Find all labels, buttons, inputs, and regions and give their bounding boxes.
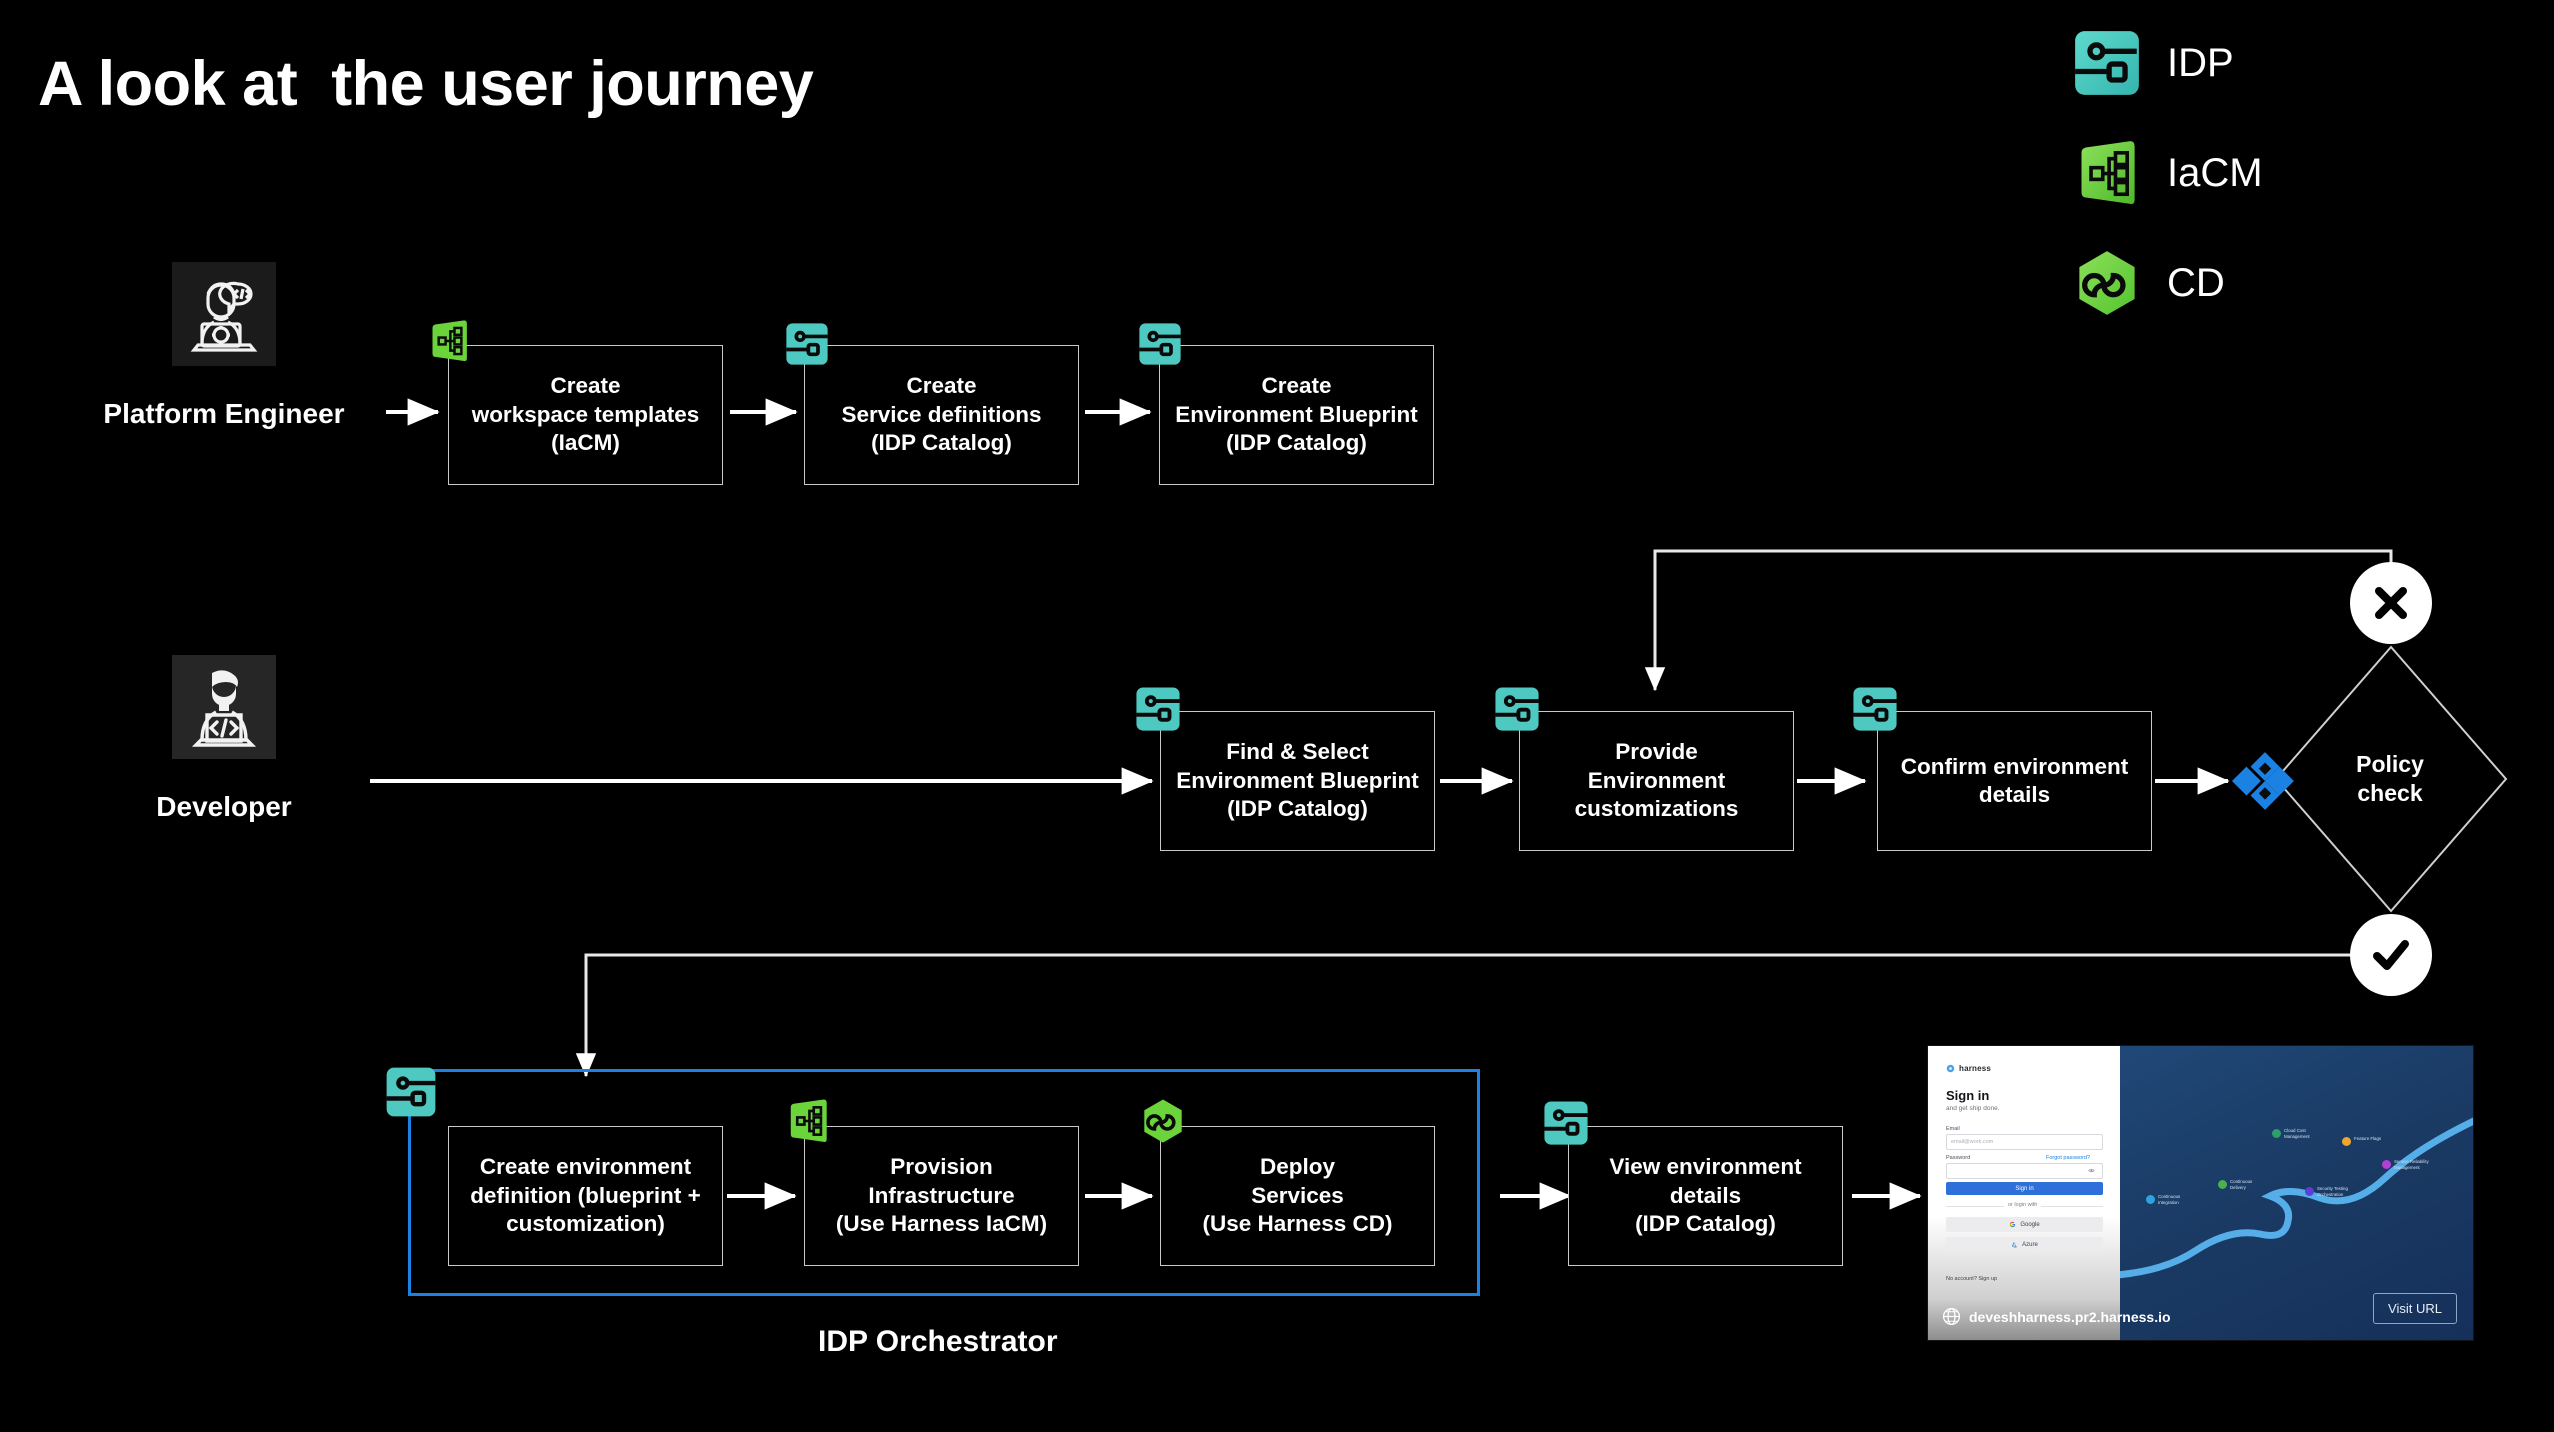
azure-label: Azure [2022, 1241, 2038, 1248]
idp-icon [2073, 29, 2141, 97]
node-label: Provide Environment customizations [1574, 739, 1739, 822]
google-signin-button[interactable]: Google [1946, 1217, 2103, 1232]
node-label: Provision Infrastructure (Use Harness Ia… [835, 1154, 1048, 1237]
no-account-text[interactable]: No account? Sign up [1946, 1276, 1998, 1282]
platform-engineer-avatar-icon [172, 262, 276, 366]
legend: IDP IaCM [2073, 8, 2263, 338]
signin-panel: harness Sign in and get ship done. Email… [1928, 1046, 2120, 1340]
signin-button[interactable]: Sign in [1946, 1182, 2103, 1195]
idp-orchestrator-frame [408, 1069, 1480, 1296]
node-view-environment-details[interactable]: View environment details (IDP Catalog) [1568, 1126, 1843, 1266]
module-dot [2146, 1195, 2155, 1204]
harness-journey-illustration: Continuous Integration Continuous Delive… [2120, 1046, 2473, 1340]
iacm-icon [785, 1098, 831, 1149]
idp-icon [1494, 686, 1540, 737]
node-label: Create workspace templates (IaCM) [471, 373, 700, 456]
policy-check-label: Policy check [2356, 751, 2424, 807]
azure-icon [2012, 1241, 2017, 1248]
legend-label-cd: CD [2167, 260, 2225, 305]
node-create-service-definitions[interactable]: Create Service definitions (IDP Catalog) [804, 345, 1079, 485]
module-continuous-integration: Continuous Integration [2146, 1194, 2180, 1205]
node-label: Create Service definitions (IDP Catalog) [841, 373, 1042, 456]
harness-signin-screenshot[interactable]: harness Sign in and get ship done. Email… [1928, 1046, 2473, 1340]
module-label: Service Reliability Management [2394, 1159, 2429, 1170]
legend-label-idp: IDP [2167, 40, 2234, 85]
signin-subheading: and get ship done. [1946, 1105, 2000, 1112]
module-label: Cloud Cost Management [2284, 1128, 2310, 1139]
cross-icon [2350, 562, 2432, 644]
idp-orchestrator-label: IDP Orchestrator [818, 1325, 1058, 1358]
signin-heading: Sign in [1946, 1088, 1990, 1103]
legend-item-idp: IDP [2073, 8, 2263, 118]
idp-icon [1543, 1100, 1589, 1151]
node-deploy-services[interactable]: Deploy Services (Use Harness CD) [1160, 1126, 1435, 1266]
eye-icon[interactable] [2088, 1167, 2095, 1174]
legend-label-iacm: IaCM [2167, 150, 2263, 195]
password-field[interactable] [1946, 1163, 2103, 1179]
node-create-workspace-templates[interactable]: Create workspace templates (IaCM) [448, 345, 723, 485]
check-icon [2350, 914, 2432, 996]
node-provide-environment-customizations[interactable]: Provide Environment customizations [1519, 711, 1794, 851]
module-feature-flags: Feature Flags [2342, 1136, 2381, 1146]
iacm-icon [427, 319, 471, 368]
screenshot-url: deveshharness.pr2.harness.io [1942, 1307, 2171, 1326]
module-label: Security Testing Orchestration [2317, 1186, 2348, 1197]
node-label: Create Environment Blueprint (IDP Catalo… [1175, 373, 1418, 456]
policy-check-icon [2232, 748, 2298, 819]
node-label: Create environment definition (blueprint… [470, 1154, 701, 1237]
cd-icon [2073, 249, 2141, 317]
page-title: A look at the user journey [38, 49, 814, 119]
module-dot [2218, 1180, 2227, 1189]
harness-brand-text: harness [1959, 1064, 1992, 1073]
module-cloud-cost-management: Cloud Cost Management [2272, 1128, 2310, 1139]
module-dot [2305, 1187, 2314, 1196]
node-label: Confirm environment details [1900, 753, 2129, 807]
node-find-select-environment-blueprint[interactable]: Find & Select Environment Blueprint (IDP… [1160, 711, 1435, 851]
email-placeholder: email@work.com [1951, 1139, 1994, 1145]
visit-url-button[interactable]: Visit URL [2373, 1293, 2457, 1324]
password-label: Password [1946, 1155, 1971, 1161]
module-dot [2382, 1160, 2391, 1169]
legend-item-iacm: IaCM [2073, 118, 2263, 228]
node-create-environment-blueprint[interactable]: Create Environment Blueprint (IDP Catalo… [1159, 345, 1434, 485]
iacm-icon [2073, 139, 2141, 207]
module-service-reliability-management: Service Reliability Management [2382, 1159, 2429, 1170]
harness-logo: harness [1946, 1064, 1991, 1073]
email-label: Email [1946, 1126, 1960, 1132]
globe-icon [1942, 1307, 1961, 1326]
persona-label-platform-engineer: Platform Engineer [103, 398, 345, 429]
module-label: Feature Flags [2354, 1136, 2382, 1141]
persona-label-developer: Developer [156, 791, 292, 822]
google-icon [2010, 1221, 2016, 1228]
azure-signin-button[interactable]: Azure [1946, 1237, 2103, 1252]
idp-icon [1852, 686, 1898, 737]
module-label: Continuous Delivery [2230, 1179, 2253, 1190]
node-create-environment-definition[interactable]: Create environment definition (blueprint… [448, 1126, 723, 1266]
legend-item-cd: CD [2073, 228, 2263, 338]
cd-icon [1140, 1098, 1186, 1149]
module-dot [2342, 1137, 2351, 1146]
forgot-password-link[interactable]: Forgot password? [2046, 1155, 2091, 1161]
idp-icon [385, 1066, 437, 1123]
node-provision-infrastructure[interactable]: Provision Infrastructure (Use Harness Ia… [804, 1126, 1079, 1266]
node-label: Deploy Services (Use Harness CD) [1202, 1154, 1393, 1237]
module-security-testing-orchestration: Security Testing Orchestration [2305, 1186, 2348, 1197]
module-continuous-delivery: Continuous Delivery [2218, 1179, 2252, 1190]
node-label: View environment details (IDP Catalog) [1609, 1154, 1802, 1237]
developer-avatar-icon [172, 655, 276, 759]
module-label: Continuous Integration [2158, 1194, 2181, 1205]
node-confirm-environment-details[interactable]: Confirm environment details [1877, 711, 2152, 851]
module-dot [2272, 1129, 2281, 1138]
idp-icon [785, 322, 829, 371]
idp-icon [1138, 322, 1182, 371]
email-field[interactable] [1946, 1134, 2103, 1150]
node-label: Find & Select Environment Blueprint (IDP… [1176, 739, 1419, 822]
idp-icon [1135, 686, 1181, 737]
screenshot-url-text: deveshharness.pr2.harness.io [1969, 1308, 2171, 1325]
google-label: Google [2020, 1221, 2040, 1228]
or-divider-label: or login with [2004, 1202, 2042, 1208]
